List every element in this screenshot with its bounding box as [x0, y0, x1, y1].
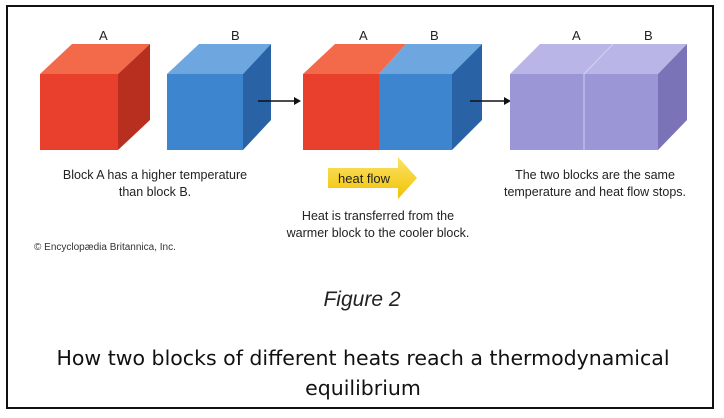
stage2-label-b: B [430, 28, 439, 43]
figure-description-line2: equilibrium [40, 373, 686, 403]
stage3-blocks [510, 44, 687, 150]
stage2-caption-line1: Heat is transferred from the [268, 208, 488, 225]
copyright-notice: © Encyclopædia Britannica, Inc. [34, 242, 176, 253]
stage2-caption-line2: warmer block to the cooler block. [268, 225, 488, 242]
stage2-label-a: A [359, 28, 368, 43]
stage1-caption-line2: than block B. [40, 184, 270, 201]
stage1-label-b: B [231, 28, 240, 43]
figure-label: Figure 2 [0, 288, 724, 312]
figure-description-line1: How two blocks of different heats reach … [40, 343, 686, 373]
heat-flow-label: heat flow [338, 170, 390, 187]
stage3-caption-line2: temperature and heat flow stops. [490, 184, 700, 201]
stage2-block-b [379, 44, 482, 150]
stage1-caption-line1: Block A has a higher temperature [40, 167, 270, 184]
stage3-caption-line1: The two blocks are the same [490, 167, 700, 184]
stage3-label-b: B [644, 28, 653, 43]
stage3-label-a: A [572, 28, 581, 43]
stage1-label-a: A [99, 28, 108, 43]
figure-description: How two blocks of different heats reach … [40, 343, 686, 403]
stage1-caption: Block A has a higher temperature than bl… [40, 167, 270, 201]
stage2-caption: Heat is transferred from the warmer bloc… [268, 208, 488, 242]
stage1-block-a [40, 44, 150, 150]
stage3-caption: The two blocks are the same temperature … [490, 167, 700, 201]
stage1-block-b [167, 44, 271, 150]
